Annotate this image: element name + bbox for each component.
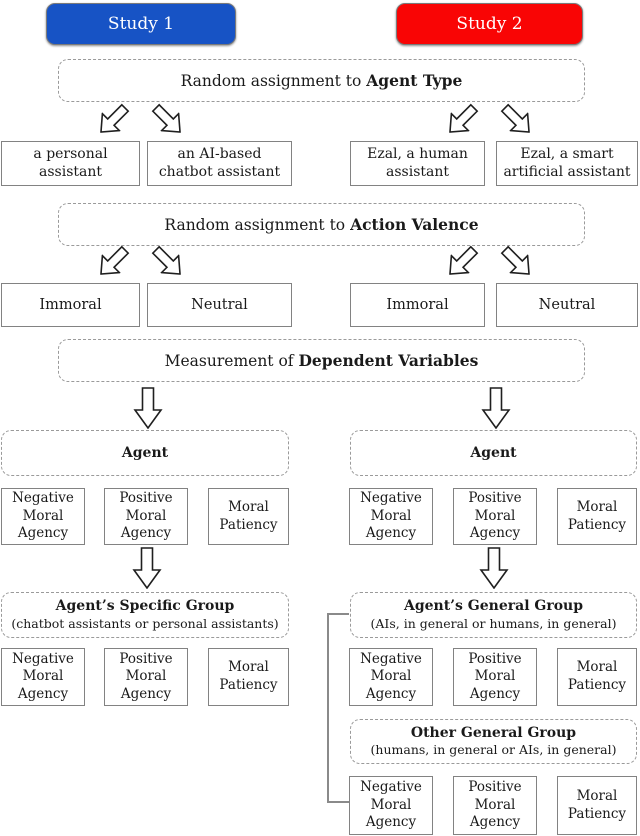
condition-box-ezal-artificial: Ezal, a smart artificial assistant — [496, 141, 638, 186]
agent-group-box-study2: Agent — [350, 430, 637, 476]
study1-pill: Study 1 — [46, 3, 236, 45]
dv-box-moral-patiency: Moral Patiency — [557, 648, 637, 706]
other-group-subtitle: (humans, in general or AIs, in general) — [370, 742, 617, 758]
banner-dependent-variables-emphasis: Dependent Variables — [298, 351, 479, 370]
agents-specific-group-box: Agent’s Specific Group (chatbot assistan… — [1, 592, 289, 638]
other-general-group-box: Other General Group (humans, in general … — [350, 719, 637, 764]
dv-box-negative-moral-agency: Negative Moral Agency — [349, 488, 433, 545]
study1-label: Study 1 — [107, 14, 175, 34]
banner-dependent-variables-prefix: Measurement of — [164, 351, 294, 370]
general-group-subtitle: (AIs, in general or humans, in general) — [370, 615, 617, 631]
dv-box-negative-moral-agency: Negative Moral Agency — [349, 776, 433, 835]
split-arrow-down-right-icon — [495, 240, 539, 284]
specific-group-subtitle: (chatbot assistants or personal assistan… — [11, 615, 279, 631]
down-arrow-icon — [133, 547, 161, 589]
banner-action-valence-prefix: Random assignment to — [164, 215, 346, 234]
split-arrow-down-left-icon — [91, 98, 135, 142]
agent-group-box-study1: Agent — [1, 430, 289, 476]
dv-box-negative-moral-agency: Negative Moral Agency — [349, 648, 433, 706]
split-arrow-down-right-icon — [146, 240, 190, 284]
valence-box-immoral-study1: Immoral — [1, 283, 140, 327]
study2-label: Study 2 — [456, 14, 523, 34]
valence-box-neutral-study1: Neutral — [147, 283, 292, 327]
banner-dependent-variables: Measurement of Dependent Variables — [58, 339, 585, 382]
dv-box-positive-moral-agency: Positive Moral Agency — [453, 648, 537, 706]
down-arrow-icon — [480, 547, 508, 589]
specific-group-title: Agent’s Specific Group — [55, 598, 235, 615]
banner-agent-type-prefix: Random assignment to — [180, 71, 362, 90]
condition-box-personal-assistant: a personal assistant — [1, 141, 140, 186]
valence-box-immoral-study2: Immoral — [350, 283, 485, 327]
other-group-title: Other General Group — [410, 724, 577, 741]
dv-box-positive-moral-agency: Positive Moral Agency — [453, 776, 537, 835]
condition-box-ai-chatbot-assistant: an AI-based chatbot assistant — [147, 141, 292, 186]
dv-box-negative-moral-agency: Negative Moral Agency — [1, 648, 85, 706]
down-arrow-icon — [134, 387, 162, 429]
condition-box-ezal-human: Ezal, a human assistant — [350, 141, 485, 186]
dv-box-moral-patiency: Moral Patiency — [208, 648, 289, 706]
dv-box-moral-patiency: Moral Patiency — [208, 488, 289, 545]
banner-agent-type: Random assignment to Agent Type — [58, 59, 585, 102]
dv-box-positive-moral-agency: Positive Moral Agency — [104, 488, 188, 545]
split-arrow-down-left-icon — [440, 98, 484, 142]
dv-box-moral-patiency: Moral Patiency — [557, 488, 637, 545]
group-link-bracket — [327, 613, 349, 803]
dv-box-moral-patiency: Moral Patiency — [557, 776, 637, 835]
dv-box-negative-moral-agency: Negative Moral Agency — [1, 488, 85, 545]
split-arrow-down-right-icon — [495, 98, 539, 142]
agent-label: Agent — [121, 445, 169, 461]
agents-general-group-box: Agent’s General Group (AIs, in general o… — [350, 592, 637, 638]
dv-box-positive-moral-agency: Positive Moral Agency — [104, 648, 188, 706]
split-arrow-down-left-icon — [91, 240, 135, 284]
down-arrow-icon — [482, 387, 510, 429]
study2-pill: Study 2 — [396, 3, 583, 45]
split-arrow-down-right-icon — [146, 98, 190, 142]
banner-action-valence: Random assignment to Action Valence — [58, 203, 585, 246]
banner-action-valence-emphasis: Action Valence — [350, 215, 479, 234]
agent-label: Agent — [470, 445, 517, 461]
dv-box-positive-moral-agency: Positive Moral Agency — [453, 488, 537, 545]
banner-agent-type-emphasis: Agent Type — [366, 71, 463, 90]
general-group-title: Agent’s General Group — [403, 598, 584, 615]
valence-box-neutral-study2: Neutral — [496, 283, 638, 327]
split-arrow-down-left-icon — [440, 240, 484, 284]
